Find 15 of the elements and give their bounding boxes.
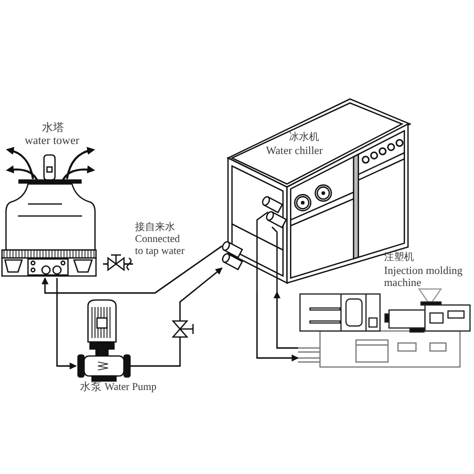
tap-water-chinese-label: 接自来水	[135, 222, 176, 234]
cooling-tower-label: water tower	[24, 135, 80, 148]
water-pipe	[256, 292, 299, 362]
water-pipe	[176, 267, 223, 367]
cooling-tower-chinese-label: 水塔	[41, 122, 65, 134]
water-chiller-label: Water chiller	[266, 145, 324, 158]
injection-molding-machine-label: Injection molding machine	[384, 265, 464, 290]
water-pipe	[274, 291, 298, 349]
water-chiller-chinese-label: 冰水机	[288, 132, 320, 144]
injection-molding-machine-chinese-label: 注塑机	[384, 252, 415, 264]
water-pipe	[56, 278, 77, 370]
water-pump-label: 水泵 Water Pump	[80, 382, 158, 394]
tap-water-label: Connected to tap water	[135, 234, 186, 258]
water-pipe	[103, 263, 133, 265]
water-pipe	[42, 245, 222, 294]
